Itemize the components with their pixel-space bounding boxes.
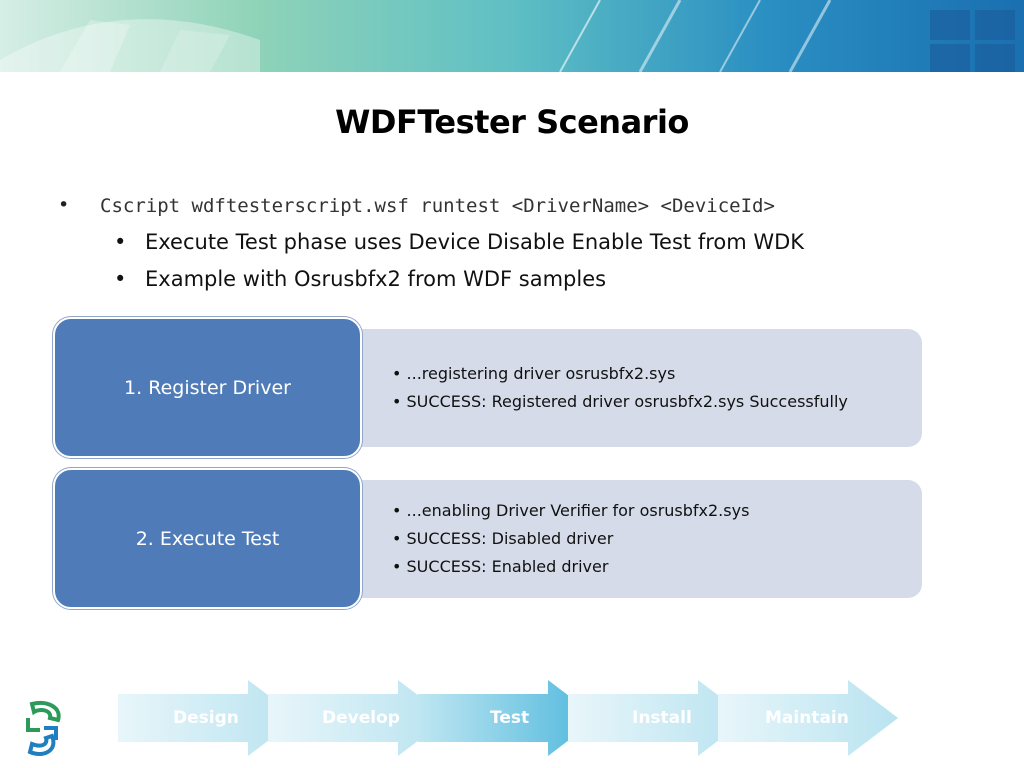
- bullet-marker: •: [114, 267, 127, 291]
- lifecycle-stage-maintain: Maintain: [765, 708, 849, 728]
- arrow-install: [568, 680, 748, 756]
- bullet-marker: •: [58, 194, 70, 216]
- sub-bullet: • Execute Test phase uses Device Disable …: [114, 230, 804, 254]
- header-banner: [0, 0, 1024, 72]
- arrow-develop: [268, 680, 448, 756]
- bullet-marker: •: [114, 230, 127, 254]
- lifecycle-stage-design: Design: [173, 708, 239, 728]
- sub-bullet: • Example with Osrusbfx2 from WDF samples: [114, 267, 606, 291]
- step-detail-panel: [330, 480, 922, 598]
- detail-line: • SUCCESS: Enabled driver: [392, 557, 609, 576]
- step-execute-test: 2. Execute Test: [53, 468, 362, 609]
- detail-line: • SUCCESS: Registered driver osrusbfx2.s…: [392, 392, 848, 411]
- arrow-test: [418, 680, 598, 756]
- step-register-driver: 1. Register Driver: [53, 317, 362, 458]
- step-detail-lines: • ...registering driver osrusbfx2.sys • …: [392, 360, 848, 416]
- lifecycle-logo-icon: [18, 700, 66, 758]
- sub-bullet-text: Execute Test phase uses Device Disable E…: [145, 230, 805, 254]
- detail-line: • SUCCESS: Disabled driver: [392, 529, 614, 548]
- lifecycle-stage-install: Install: [632, 708, 692, 728]
- step-detail-lines: • ...enabling Driver Verifier for osrusb…: [392, 497, 749, 581]
- step-label: 2. Execute Test: [135, 527, 280, 550]
- slide-title: WDFTester Scenario: [335, 103, 689, 141]
- detail-line: • ...registering driver osrusbfx2.sys: [392, 364, 676, 383]
- arrow-design: [118, 680, 298, 756]
- step-label: 1. Register Driver: [124, 376, 291, 399]
- sub-bullet-text: Example with Osrusbfx2 from WDF samples: [145, 267, 607, 291]
- arrow-maintain: [718, 680, 898, 756]
- lifecycle-flow: [118, 676, 908, 760]
- lifecycle-stage-develop: Develop: [322, 708, 400, 728]
- lifecycle-stage-test: Test: [490, 708, 530, 728]
- banner-graphic: [0, 0, 1024, 72]
- command-text: Cscript wdftesterscript.wsf runtest <Dri…: [100, 195, 775, 217]
- lifecycle-arrows: [118, 680, 898, 756]
- step-detail-panel: [330, 329, 922, 447]
- detail-line: • ...enabling Driver Verifier for osrusb…: [392, 501, 750, 520]
